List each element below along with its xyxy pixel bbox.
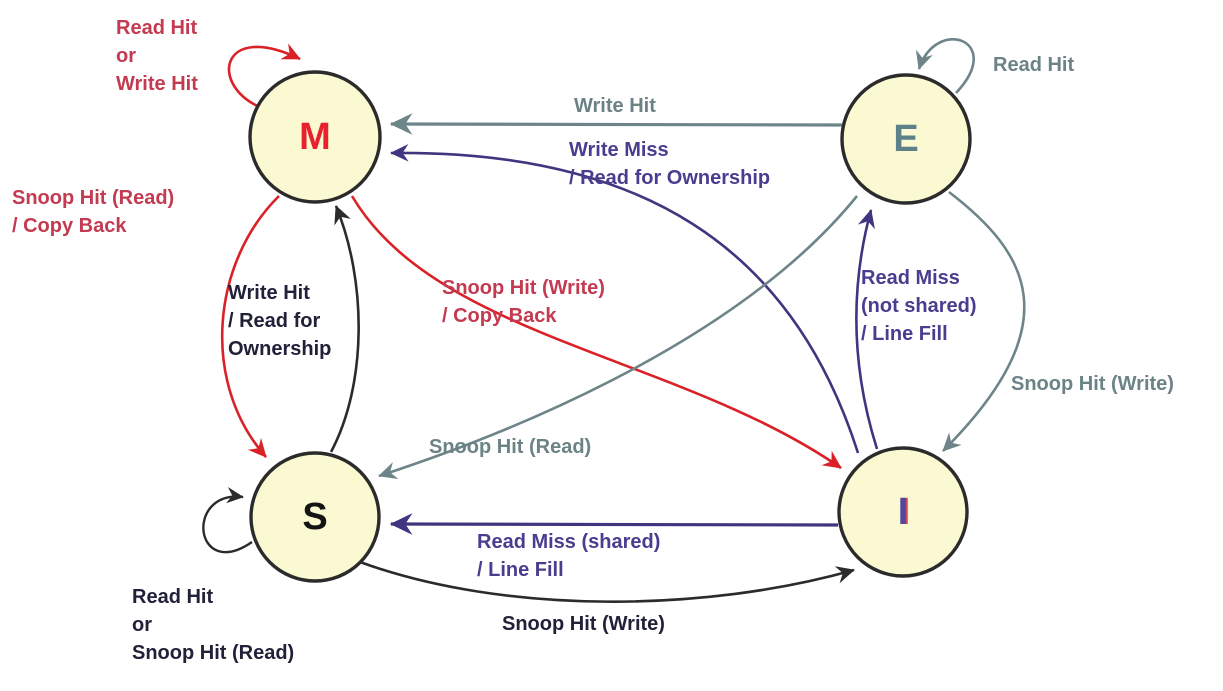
edge-label-e-to-m: Write Hit (574, 95, 656, 117)
state-node-shared (249, 451, 381, 583)
edge-m-to-s (220, 195, 280, 458)
state-label-invalid: I (897, 491, 909, 533)
edge-label-e-self: Read Hit (993, 54, 1075, 76)
edge-m-to-i (350, 195, 842, 470)
edge-s-to-i (359, 560, 855, 603)
edge-label-s-self: Read Hit or Snoop Hit (Read) (132, 586, 295, 664)
edge-s-self-loop (202, 487, 253, 554)
edge-e-to-i (942, 190, 1026, 452)
state-node-exclusive (840, 73, 972, 205)
edge-e-to-s (378, 195, 859, 479)
edge-label-s-to-m: Write Hit / Read for Ownership (228, 282, 332, 360)
edge-label-m-to-s: Snoop Hit (Read) / Copy Back (12, 187, 175, 237)
edge-label-i-to-e: Read Miss (not shared) / Line Fill (861, 267, 977, 345)
edge-label-e-to-s: Snoop Hit (Read) (429, 436, 592, 458)
edge-e-self-loop (915, 37, 975, 94)
edge-e-to-m (389, 113, 843, 135)
edge-m-self-loop (227, 43, 301, 110)
state-label-shared: S (302, 496, 328, 538)
state-label-modified: M (299, 116, 331, 158)
edge-label-i-to-s: Read Miss (shared) / Line Fill (477, 531, 661, 581)
state-label-exclusive: E (893, 118, 919, 160)
edge-label-s-to-i: Snoop Hit (Write) (502, 613, 665, 635)
state-node-modified (248, 70, 382, 204)
edge-label-m-to-i: Snoop Hit (Write) / Copy Back (442, 277, 605, 327)
edge-i-to-e (855, 209, 879, 450)
edge-label-e-to-i: Snoop Hit (Write) (1011, 373, 1174, 395)
edge-i-to-s (389, 513, 839, 535)
edge-s-to-m (329, 205, 360, 453)
edge-label-i-to-m: Write Miss / Read for Ownership (569, 139, 771, 189)
state-node-invalid (837, 446, 969, 578)
edge-i-to-m (390, 143, 860, 454)
edge-label-m-self: Read Hit or Write Hit (116, 17, 198, 95)
